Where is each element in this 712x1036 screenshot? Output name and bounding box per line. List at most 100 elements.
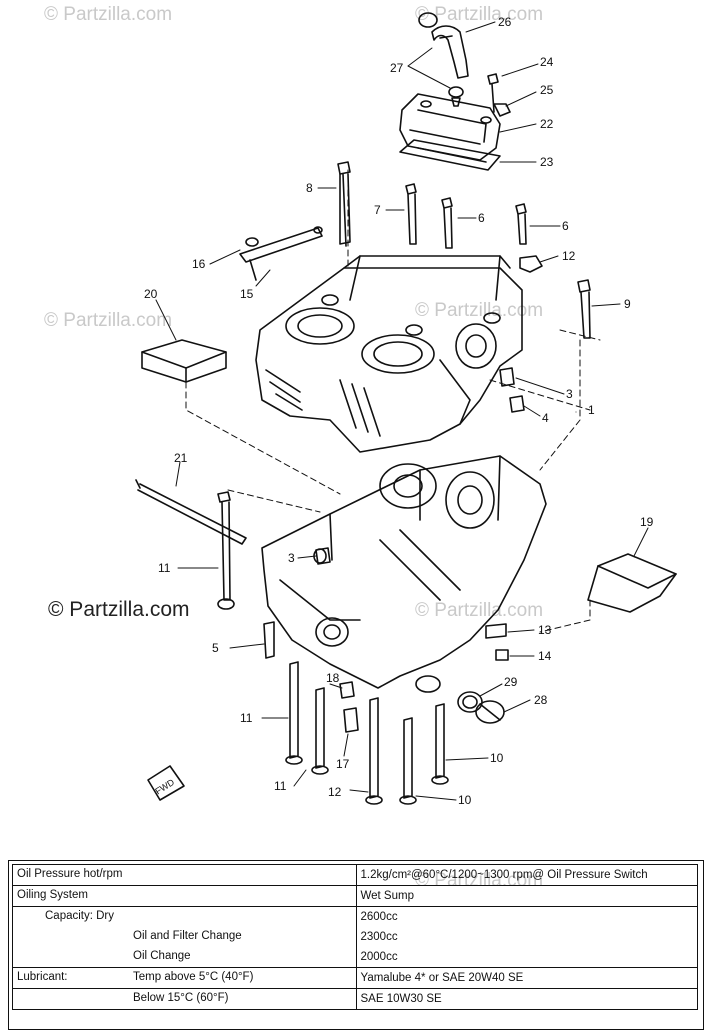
part-13 — [485, 623, 507, 639]
callout-6: 6 — [562, 219, 569, 233]
callout-12: 12 — [562, 249, 576, 263]
callout-22: 22 — [540, 117, 554, 131]
table-row: Lubricant: Temp above 5°C (40°F) Yamalube … — [12, 967, 698, 989]
spec-value: SAE 10W30 SE — [355, 988, 698, 1010]
callout-26: 26 — [498, 15, 512, 29]
fwd-label: FWD — [153, 777, 176, 797]
callout-21: 21 — [174, 451, 188, 465]
fwd-arrow — [147, 765, 185, 801]
watermark: © Partzilla.com — [44, 310, 173, 331]
callout-17: 17 — [336, 757, 350, 771]
spec-label: Capacity: Dry — [45, 910, 115, 922]
spec-value: Yamalube 4* or SAE 20W40 SE — [355, 967, 698, 989]
plug-12 — [519, 255, 543, 273]
callout-6: 6 — [478, 211, 485, 225]
bolt-11c — [315, 687, 325, 769]
callout-13: 13 — [538, 623, 552, 637]
bolt-10b — [435, 703, 445, 779]
table-row: Below 15°C (60°F) SAE 10W30 SE — [12, 988, 698, 1010]
callout-14: 14 — [538, 649, 552, 663]
bolt-11b — [289, 661, 299, 759]
callout-25: 25 — [540, 83, 554, 97]
spec-value: 2300cc — [355, 927, 698, 947]
callout-4: 4 — [542, 411, 549, 425]
bolt-12 — [369, 697, 379, 799]
lower-crankcase — [261, 455, 547, 693]
plug-18 — [339, 681, 355, 699]
table-row: Capacity: Dry 2600cc — [12, 906, 698, 927]
callout-27: 27 — [390, 61, 404, 75]
spec-label-cell: Oiling System — [12, 885, 357, 907]
spec-value: Wet Sump — [355, 885, 698, 907]
callout-11: 11 — [274, 779, 287, 793]
baffle-19 — [597, 553, 677, 589]
callout-10: 10 — [458, 793, 472, 807]
table-row: Oiling System Wet Sump — [12, 885, 698, 907]
crankcase-exploded-diagram: 26 27 24 25 22 23 8 7 6 6 12 16 15 9 20 … — [135, 12, 677, 807]
spec-value: 2000cc — [355, 947, 698, 968]
watermark: © Partzilla.com — [44, 4, 173, 25]
callout-23: 23 — [540, 155, 554, 169]
spec-label: Below 15°C (60°F) — [133, 992, 229, 1004]
spec-value: 2600cc — [355, 906, 698, 927]
bolt-7 — [405, 183, 417, 245]
upper-crankcase — [255, 255, 523, 453]
watermark-main: © Partzilla.com — [48, 598, 190, 621]
callout-20: 20 — [144, 287, 158, 301]
spec-label-cell: Oil and Filter Change — [12, 927, 357, 947]
spec-value: 1.2kg/cm²@60°C/1200~1300 rpm@ Oil Pressu… — [355, 864, 698, 886]
spec-label-cell: Oil Pressure hot/rpm — [12, 864, 357, 886]
bolt-6b — [515, 203, 527, 245]
callout-7: 7 — [374, 203, 381, 217]
dowel-3b — [315, 547, 331, 565]
spec-label: Temp above 5°C (40°F) — [133, 971, 254, 983]
oil-spec-table: Oil Pressure hot/rpm 1.2kg/cm²@60°C/1200~… — [12, 864, 698, 1010]
spec-table-frame — [8, 860, 704, 1030]
spec-label-cell: Capacity: Dry — [12, 906, 357, 927]
spec-label: Oil Pressure hot/rpm — [17, 868, 123, 880]
callout-3: 3 — [566, 387, 573, 401]
callout-11: 11 — [158, 561, 171, 575]
spec-label: Oiling System — [17, 889, 88, 901]
bolt-5 — [263, 621, 275, 659]
baffle-20 — [141, 339, 227, 369]
callout-15: 15 — [240, 287, 254, 301]
callout-18: 18 — [326, 671, 340, 685]
hose-clamp-lower — [448, 86, 464, 98]
spec-label-cell: Oil Change — [12, 947, 357, 968]
bolt-10a — [403, 717, 413, 799]
bolt-6a — [441, 197, 453, 249]
watermark: © Partzilla.com — [415, 600, 544, 621]
callout-19: 19 — [640, 515, 654, 529]
breather-cover — [399, 93, 501, 161]
bolt-8 — [337, 161, 351, 247]
spec-label: Oil and Filter Change — [133, 930, 242, 942]
dowel-4 — [509, 395, 525, 413]
table-row: Oil Change 2000cc — [12, 947, 698, 968]
spec-label-cell: Below 15°C (60°F) — [12, 988, 357, 1010]
callout-3: 3 — [288, 551, 295, 565]
breather-hose — [431, 25, 469, 79]
spec-label-cell: Lubricant: Temp above 5°C (40°F) — [12, 967, 357, 989]
part-14 — [495, 649, 509, 661]
spec-label: Oil Change — [133, 950, 191, 962]
oring-29 — [457, 691, 483, 713]
bolt-9 — [577, 279, 591, 339]
dowel-3a — [499, 367, 515, 387]
hose-clamp — [418, 12, 438, 28]
callout-16: 16 — [192, 257, 206, 271]
callout-5: 5 — [212, 641, 219, 655]
callout-8: 8 — [306, 181, 313, 195]
callout-12: 12 — [328, 785, 342, 799]
bracket-15 — [239, 227, 323, 263]
watermark: © Partzilla.com — [415, 4, 544, 25]
table-row: Oil and Filter Change 2300cc — [12, 927, 698, 947]
callout-24: 24 — [540, 55, 554, 69]
spec-label: Lubricant: — [17, 971, 68, 983]
callout-29: 29 — [504, 675, 518, 689]
callout-28: 28 — [534, 693, 548, 707]
callout-10: 10 — [490, 751, 504, 765]
breather-gasket — [399, 139, 501, 171]
stud-21 — [135, 479, 247, 545]
plug-17 — [343, 707, 359, 733]
